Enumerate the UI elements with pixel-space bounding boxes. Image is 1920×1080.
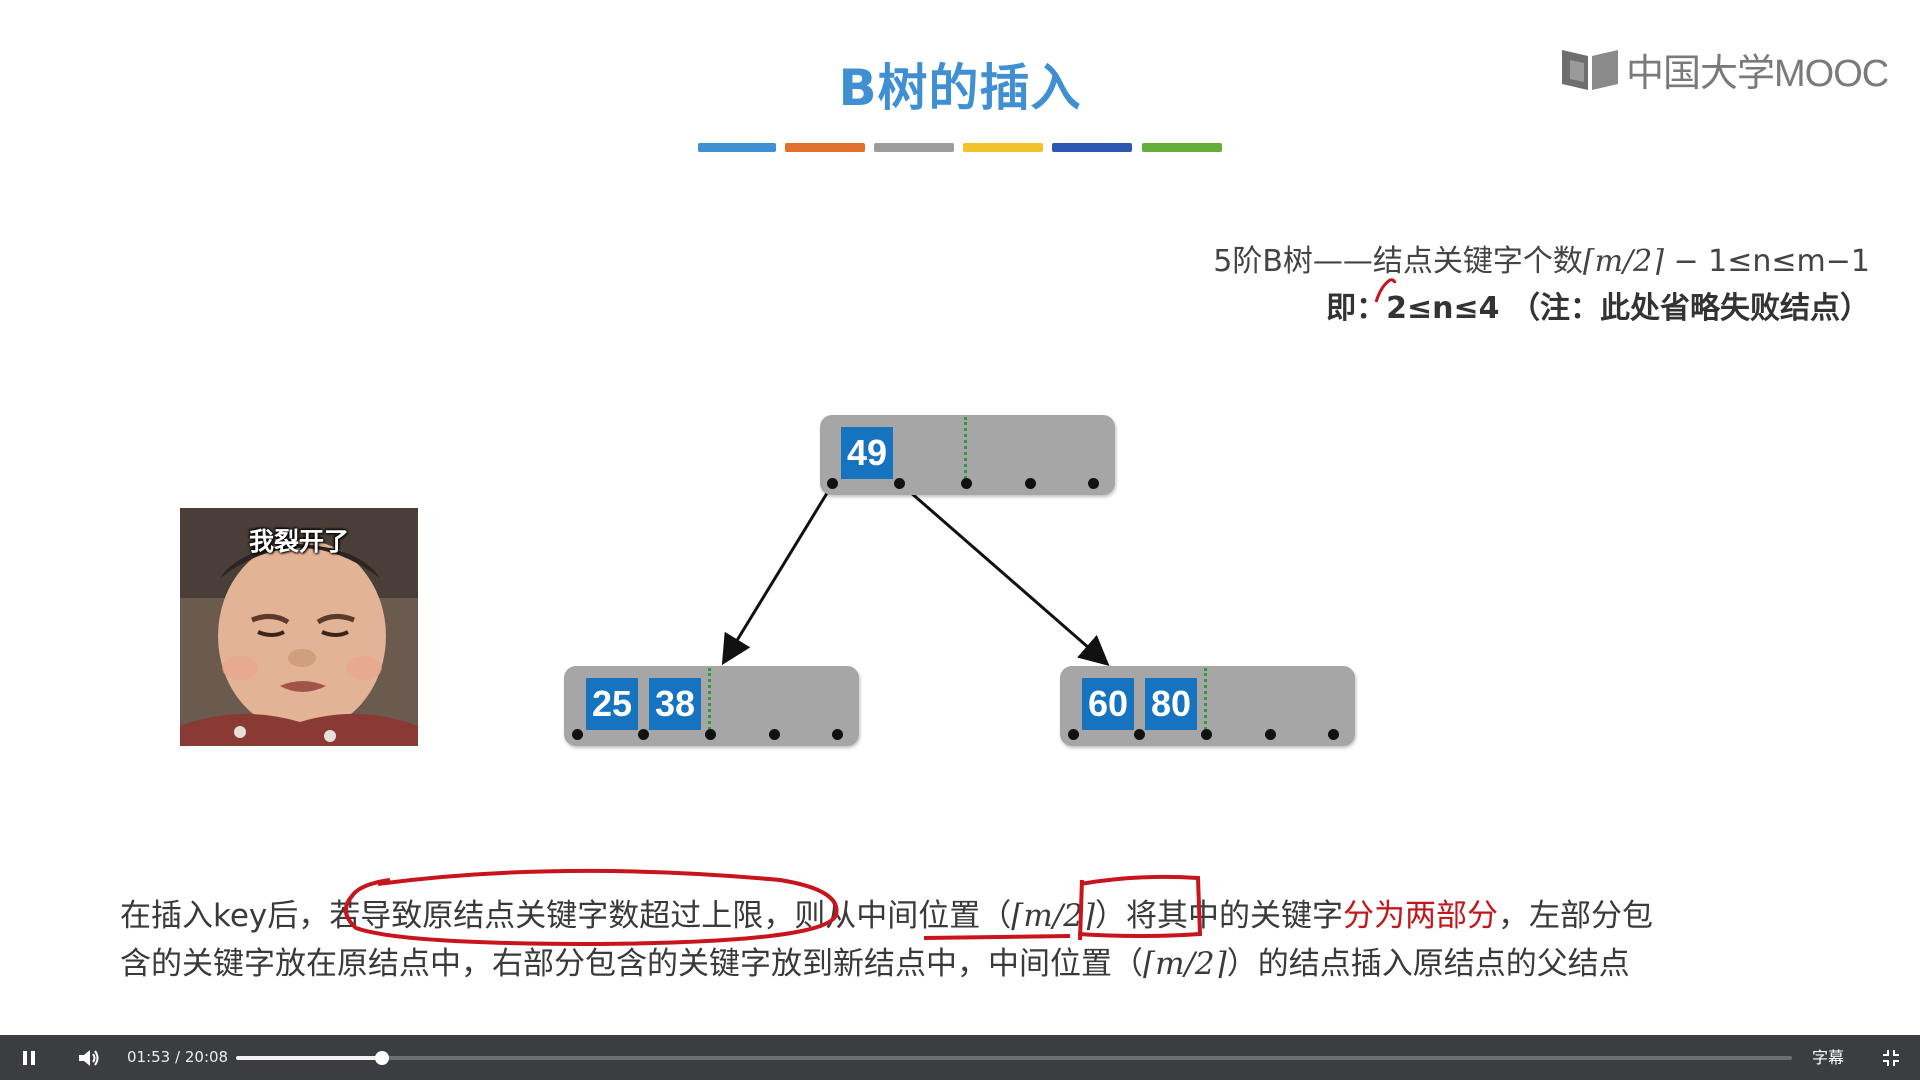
key-80: 80 xyxy=(1145,678,1197,730)
child-pointer xyxy=(705,729,716,740)
desc-l1-c: ，则从 xyxy=(763,898,856,934)
description-text: 在插入key后，若导致原结点关键字数超过上限，则从中间位置（⌈m/2⌉）将其中的… xyxy=(120,892,1820,988)
exit-fullscreen-button[interactable] xyxy=(1876,1035,1906,1080)
desc-l1-d: 中间位置 xyxy=(856,898,980,934)
split-marker xyxy=(708,668,711,730)
exit-fullscreen-icon xyxy=(1882,1049,1900,1067)
child-pointer xyxy=(832,729,843,740)
desc-l1-h: 分为两部分 xyxy=(1343,898,1498,934)
description-line-2: 含的关键字放在原结点中，右部分包含的关键字放到新结点中，中间位置（⌈m/2⌉）的… xyxy=(120,940,1820,988)
btree-right-node: 60 80 xyxy=(1060,666,1355,746)
description-line-1: 在插入key后，若导致原结点关键字数超过上限，则从中间位置（⌈m/2⌉）将其中的… xyxy=(120,892,1820,940)
child-pointer xyxy=(894,478,905,489)
desc-l1-b: 若导致原结点关键字数超过上限 xyxy=(329,898,763,934)
meme-caption: 我裂开了 xyxy=(180,522,418,558)
progress-handle[interactable] xyxy=(375,1051,389,1065)
key-60: 60 xyxy=(1082,678,1134,730)
time-display: 01:53 / 20:08 xyxy=(127,1035,228,1080)
desc-l2-b: ⌈m/2⌉ xyxy=(1143,946,1227,982)
meme-image: 我裂开了 xyxy=(180,508,418,746)
pause-icon xyxy=(22,1050,36,1066)
current-time: 01:53 xyxy=(127,1048,170,1066)
child-pointer xyxy=(1068,729,1079,740)
split-marker xyxy=(1204,668,1207,730)
btree-root-node: 49 xyxy=(820,415,1115,495)
key-38: 38 xyxy=(649,678,701,730)
child-pointer xyxy=(638,729,649,740)
slide: B树的插入 中国大学MOOC 5阶B树——结点关键字个数⌈m/2⌉ − 1≤n≤… xyxy=(0,0,1920,1035)
edge-root-to-right xyxy=(902,485,1105,662)
child-pointer xyxy=(572,729,583,740)
child-pointer xyxy=(827,478,838,489)
volume-icon xyxy=(77,1048,101,1068)
child-pointer xyxy=(769,729,780,740)
desc-l1-i: ，左部分包 xyxy=(1498,898,1653,934)
child-pointer xyxy=(1265,729,1276,740)
desc-l1-e: （ xyxy=(980,898,1011,934)
split-marker xyxy=(964,417,967,479)
btree-left-node: 25 38 xyxy=(564,666,859,746)
volume-button[interactable] xyxy=(74,1035,104,1080)
time-separator: / xyxy=(175,1048,180,1066)
desc-l2-a: 含的关键字放在原结点中，右部分包含的关键字放到新结点中，中间位置（ xyxy=(120,946,1143,982)
edge-root-to-left xyxy=(725,485,832,660)
progress-bar[interactable] xyxy=(236,1056,1792,1060)
desc-l1-a: 在插入key后， xyxy=(120,898,329,934)
child-pointer xyxy=(1201,729,1212,740)
child-pointer xyxy=(1134,729,1145,740)
pause-button[interactable] xyxy=(14,1035,44,1080)
child-pointer xyxy=(1025,478,1036,489)
progress-played xyxy=(236,1056,382,1060)
duration: 20:08 xyxy=(185,1048,228,1066)
desc-l1-f: ⌈m/2⌉ xyxy=(1011,898,1095,934)
desc-l1-g: ）将其中的关键字 xyxy=(1095,898,1343,934)
key-25: 25 xyxy=(586,678,638,730)
video-player-controls: 01:53 / 20:08 字幕 xyxy=(0,1035,1920,1080)
child-pointer xyxy=(961,478,972,489)
desc-l2-c: ）的结点插入原结点的父结点 xyxy=(1227,946,1630,982)
key-49: 49 xyxy=(841,427,893,479)
subtitle-button[interactable]: 字幕 xyxy=(1812,1035,1844,1080)
child-pointer xyxy=(1088,478,1099,489)
child-pointer xyxy=(1328,729,1339,740)
